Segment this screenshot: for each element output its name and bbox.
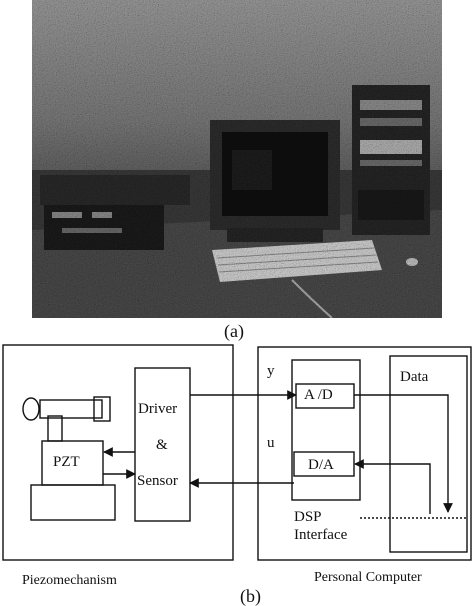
driver-label: Driver bbox=[138, 401, 178, 417]
personal-computer-caption: Personal Computer bbox=[314, 570, 422, 585]
signal-y-label: y bbox=[267, 363, 275, 379]
caption-b: (b) bbox=[240, 586, 261, 606]
da-label: D/A bbox=[308, 457, 334, 473]
sensor-tip bbox=[93, 396, 111, 422]
system-block-diagram bbox=[2, 344, 472, 561]
da-converter-box bbox=[293, 451, 355, 477]
caption-a: (a) bbox=[224, 321, 244, 341]
experimental-setup-photo bbox=[32, 0, 442, 318]
piezomechanism-caption: Piezomechanism bbox=[22, 573, 117, 588]
dsp-interface-box bbox=[291, 359, 361, 501]
sensor-head bbox=[39, 399, 103, 419]
signal-u-label: u bbox=[267, 435, 275, 451]
personal-computer-box bbox=[257, 346, 472, 561]
sensor-label: Sensor bbox=[137, 473, 178, 489]
knob bbox=[22, 397, 40, 421]
ad-label: A /D bbox=[304, 387, 333, 403]
data-label: Data bbox=[400, 369, 429, 385]
arrow-ad-to-data bbox=[354, 394, 453, 513]
pzt-base bbox=[30, 484, 116, 521]
driver-sensor-box bbox=[134, 367, 191, 522]
data-storage-box bbox=[389, 355, 468, 553]
arrow-data-to-da bbox=[354, 459, 431, 514]
pzt-stem bbox=[47, 415, 63, 442]
piezomechanism-box bbox=[2, 344, 234, 561]
dsp-label: DSP bbox=[294, 509, 322, 525]
interface-label: Interface bbox=[294, 527, 348, 543]
pzt-label: PZT bbox=[53, 454, 80, 470]
ampersand-label: & bbox=[156, 437, 168, 453]
